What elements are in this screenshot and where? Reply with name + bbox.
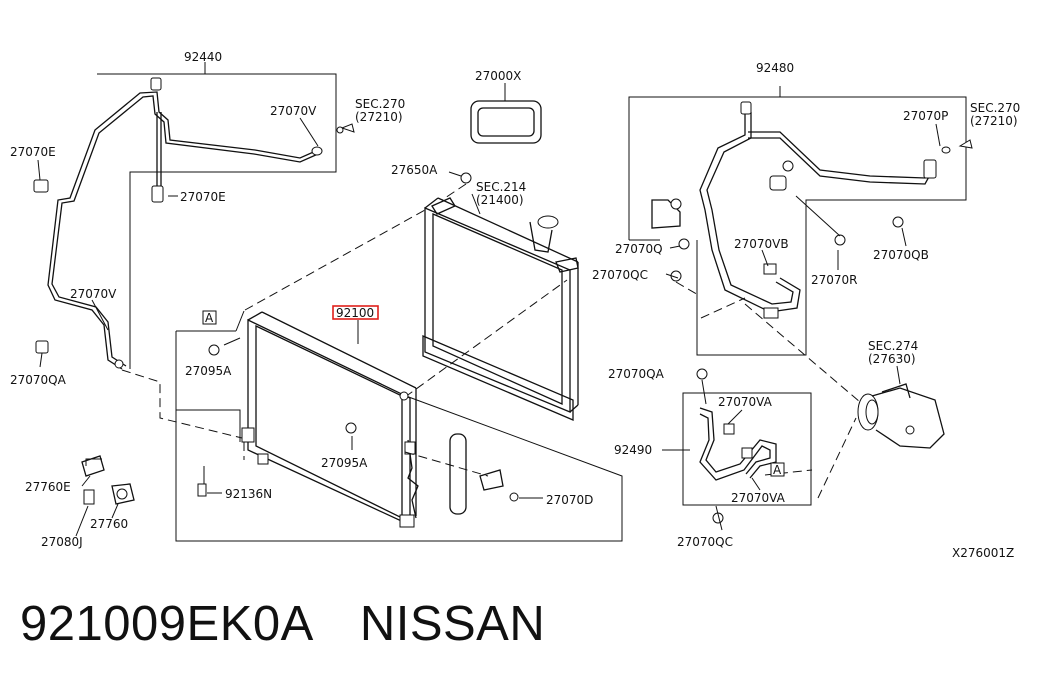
- brand-name: NISSAN: [359, 597, 546, 651]
- diagram-code: X276001Z: [952, 546, 1014, 560]
- pipe-assembly-92440-group: [33, 62, 355, 370]
- condenser-core: [247, 318, 411, 527]
- label-27760e: 27760E: [25, 480, 71, 494]
- pipe-fitting-mid: [151, 185, 164, 203]
- label-27070qa-left: 27070QA: [10, 373, 67, 387]
- label-27095a-mid: 27095A: [321, 456, 368, 470]
- pipe-fitting-top: [150, 77, 162, 91]
- label-sec274: SEC.274: [868, 339, 918, 353]
- label-27070r: 27070R: [811, 273, 858, 287]
- label-sec270-left-sub: (27210): [355, 110, 403, 124]
- label-sec214: SEC.214: [476, 180, 526, 194]
- label-27070va-top: 27070VA: [718, 395, 773, 409]
- label-27000x: 27000X: [475, 69, 521, 83]
- condenser-group: [175, 310, 623, 542]
- label-92136n: 92136N: [225, 487, 272, 501]
- label-27760: 27760: [90, 517, 128, 531]
- label-92440: 92440: [184, 50, 222, 64]
- label-27070p: 27070P: [903, 109, 948, 123]
- label-92480: 92480: [756, 61, 794, 75]
- label-27070v-top: 27070V: [270, 104, 317, 118]
- marker-a-right: A: [773, 463, 782, 477]
- low-pressure-hose: [699, 112, 801, 313]
- pipe-fitting-left: [33, 179, 49, 193]
- radiator-assembly: [422, 171, 579, 421]
- highlight-box-92100: [332, 305, 379, 320]
- label-27080j: 27080J: [41, 535, 83, 549]
- label-27095a-left: 27095A: [185, 364, 232, 378]
- receiver-tank: [449, 433, 467, 515]
- compressor-assembly: [857, 365, 945, 449]
- label-sec270-left: SEC.270: [355, 97, 405, 111]
- label-sec270-right: SEC.270: [970, 101, 1020, 115]
- pipe-fitting-bottom-left: [35, 340, 49, 354]
- label-27070vb: 27070VB: [734, 237, 789, 251]
- label-27070v-left: 27070V: [70, 287, 117, 301]
- label-sec274-sub: (27630): [868, 352, 916, 366]
- seal-27000x: [470, 83, 542, 144]
- pipe-assembly-92480-group: [628, 86, 973, 356]
- label-27070qa-right: 27070QA: [608, 367, 665, 381]
- label-27070qc-upper: 27070QC: [592, 268, 648, 282]
- label-27070va-bottom: 27070VA: [731, 491, 786, 505]
- label-27070e-mid: 27070E: [180, 190, 226, 204]
- label-92490: 92490: [614, 443, 652, 457]
- footer-caption: 921009EK0A NISSAN: [20, 596, 545, 652]
- label-sec214-sub: (21400): [476, 193, 524, 207]
- label-sec270-right-sub: (27210): [970, 114, 1018, 128]
- high-pressure-pipe: [47, 91, 319, 370]
- label-27070e-left: 27070E: [10, 145, 56, 159]
- part-number: 921009EK0A: [20, 597, 314, 651]
- marker-a-right-box: [770, 462, 785, 477]
- label-27070qb: 27070QB: [873, 248, 929, 262]
- label-27070qc-lower: 27070QC: [677, 535, 733, 549]
- pressure-sensor-27760-group: [75, 455, 135, 537]
- marker-a-left: A: [205, 311, 214, 325]
- label-92100: 92100: [336, 306, 374, 320]
- label-27070d: 27070D: [546, 493, 593, 507]
- label-27070q: 27070Q: [615, 242, 663, 256]
- label-27650a: 27650A: [391, 163, 438, 177]
- radiator-cap-bolt: [460, 172, 472, 184]
- marker-a-left-box: [202, 310, 217, 325]
- hose-assembly-92490-group: [662, 368, 812, 531]
